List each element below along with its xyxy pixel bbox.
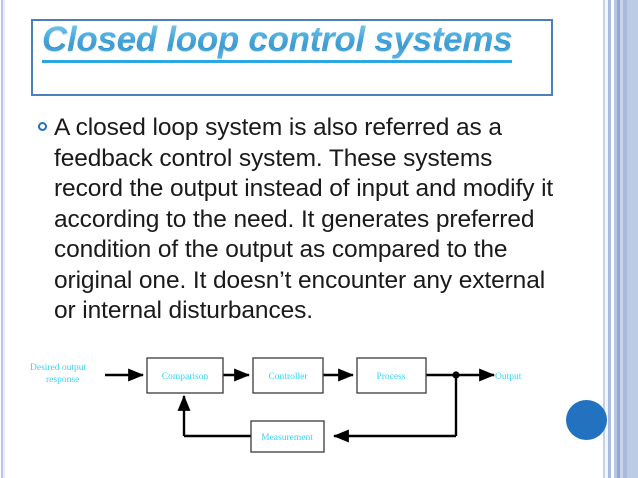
- bullet-circle-icon: [38, 122, 47, 131]
- bullet-item-text: A closed loop system is also referred as…: [54, 114, 554, 324]
- diagram-block-process: [356, 357, 427, 394]
- diagram-block-measurement: [250, 420, 325, 453]
- right-edge-stripe-decoration: [596, 0, 638, 478]
- diagram-input-label-line1: Desired output: [30, 363, 87, 373]
- blue-circle-decoration: [566, 400, 607, 440]
- diagram-block-comparison-label: Comparison: [162, 372, 209, 382]
- diagram-block-process-label: Process: [376, 372, 405, 382]
- diagram-block-controller-label: Controller: [268, 372, 308, 382]
- diagram-input-label-line2: response: [46, 375, 79, 385]
- title-box: [31, 19, 553, 96]
- diagram-output-label: Output: [495, 372, 522, 382]
- bullet-list-item: A closed loop system is also referred as…: [38, 113, 558, 327]
- left-edge-stripe-decoration: [0, 0, 9, 478]
- diagram-block-measurement-label: Measurement: [261, 433, 313, 443]
- body-content: A closed loop system is also referred as…: [38, 113, 558, 327]
- slide-title: Closed loop control systems: [42, 21, 513, 63]
- closed-loop-block-diagram: Desired output response Comparison Contr…: [9, 336, 596, 478]
- diagram-block-controller: [252, 357, 324, 394]
- diagram-block-comparison: [146, 357, 224, 394]
